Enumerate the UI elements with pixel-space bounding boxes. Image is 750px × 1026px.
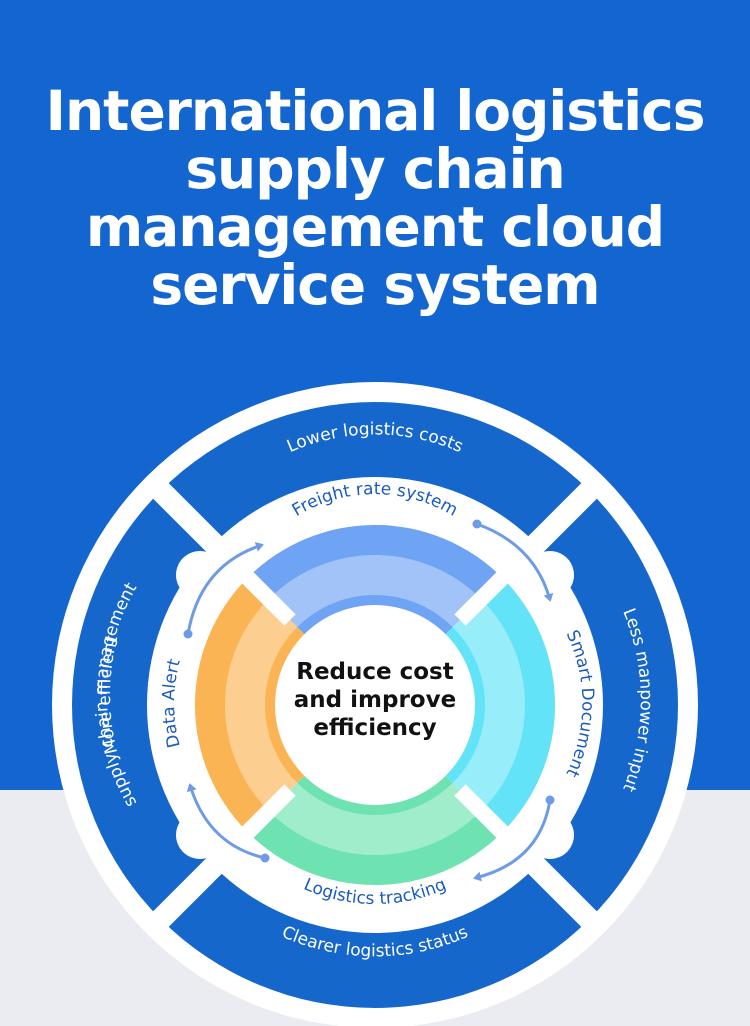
title-line-2: supply chain — [185, 137, 565, 201]
segment-right — [445, 577, 556, 833]
center-label: Reduce cost and improve efficiency — [280, 658, 470, 742]
page-title: International logistics supply chain man… — [0, 82, 750, 314]
cycle-arrows — [186, 522, 554, 882]
segment-top — [247, 524, 503, 635]
title-line-4: service system — [150, 253, 600, 317]
arrow-dots — [183, 519, 555, 863]
title-line-1: International logistics — [45, 79, 706, 143]
segment-gaps — [224, 554, 526, 856]
gap-bumps — [176, 551, 574, 859]
center-line-2: and improve — [293, 687, 457, 713]
segment-left — [194, 577, 305, 833]
center-line-3: efficiency — [313, 715, 437, 741]
segment-bottom — [247, 775, 503, 886]
inner-light-band — [225, 555, 525, 855]
center-circle — [283, 613, 467, 797]
title-line-3: management cloud — [85, 195, 665, 259]
center-line-1: Reduce cost — [296, 659, 454, 685]
